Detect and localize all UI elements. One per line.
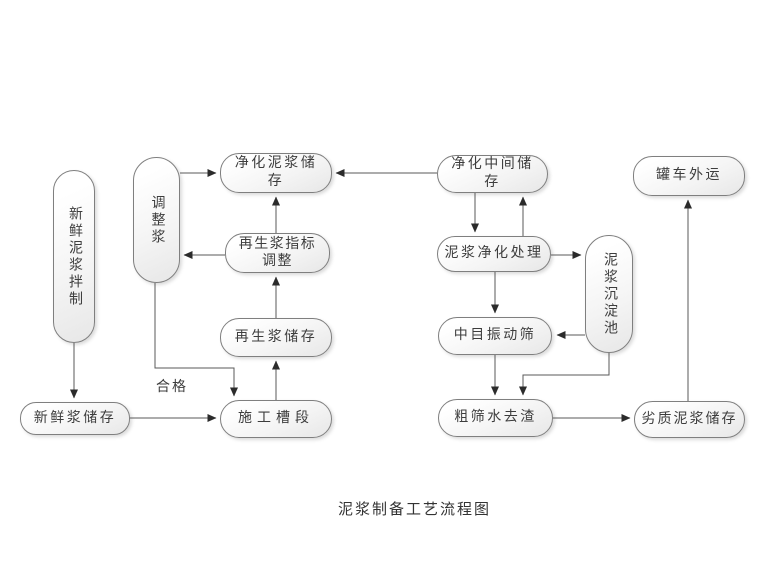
node-mud-sedimentation-pool: 泥浆沉淀池 bbox=[585, 235, 633, 353]
node-construction-trench-label: 施工槽段 bbox=[238, 411, 314, 426]
node-inferior-mud-storage: 劣质泥浆储存 bbox=[634, 401, 745, 438]
node-purified-mud-storage: 净化泥浆储存 bbox=[220, 153, 332, 193]
node-tanker-outbound-label: 罐车外运 bbox=[656, 168, 722, 183]
diagram-title: 泥浆制备工艺流程图 bbox=[338, 502, 492, 518]
node-fresh-slurry-storage: 新鲜浆储存 bbox=[20, 402, 130, 435]
node-mud-purification: 泥浆净化处理 bbox=[437, 236, 551, 272]
node-purified-mud-storage-label: 净化泥浆储存 bbox=[234, 156, 318, 189]
edge-label-qualified: 合格 bbox=[156, 380, 188, 395]
node-coarse-screen-deslagging-label: 粗筛水去渣 bbox=[454, 410, 537, 425]
edge-sedimentation-pool-to-coarse-screen bbox=[519, 353, 610, 396]
node-tanker-outbound: 罐车外运 bbox=[633, 156, 745, 196]
node-construction-trench: 施工槽段 bbox=[220, 400, 332, 438]
node-adjustment-slurry: 调整浆 bbox=[133, 157, 180, 283]
node-mud-purification-label: 泥浆净化处理 bbox=[444, 246, 544, 261]
node-medium-mesh-vibrating-screen: 中目振动筛 bbox=[438, 317, 552, 355]
node-medium-mesh-vibrating-screen-label: 中目振动筛 bbox=[453, 328, 537, 343]
node-purified-intermediate-storage: 净化中间储存 bbox=[437, 155, 548, 193]
node-regen-slurry-storage: 再生浆储存 bbox=[220, 318, 332, 357]
node-fresh-slurry-storage-label: 新鲜浆储存 bbox=[33, 410, 117, 426]
node-fresh-mud-mixing-label: 新鲜泥浆拌制 bbox=[67, 205, 82, 308]
node-mud-sedimentation-pool-label: 泥浆沉淀池 bbox=[602, 251, 617, 337]
node-inferior-mud-storage-label: 劣质泥浆储存 bbox=[641, 411, 738, 427]
node-fresh-mud-mixing: 新鲜泥浆拌制 bbox=[53, 170, 95, 343]
edge-adjustment-slurry-to-construction-trench bbox=[154, 283, 238, 397]
node-regen-slurry-storage-label: 再生浆储存 bbox=[234, 329, 318, 345]
node-regen-slurry-index-adjust: 再生浆指标调整 bbox=[225, 233, 330, 273]
node-coarse-screen-deslagging: 粗筛水去渣 bbox=[438, 399, 553, 437]
node-adjustment-slurry-label: 调整浆 bbox=[149, 194, 165, 246]
node-purified-intermediate-storage-label: 净化中间储存 bbox=[451, 157, 534, 190]
node-regen-slurry-index-adjust-label: 再生浆指标调整 bbox=[238, 237, 317, 269]
